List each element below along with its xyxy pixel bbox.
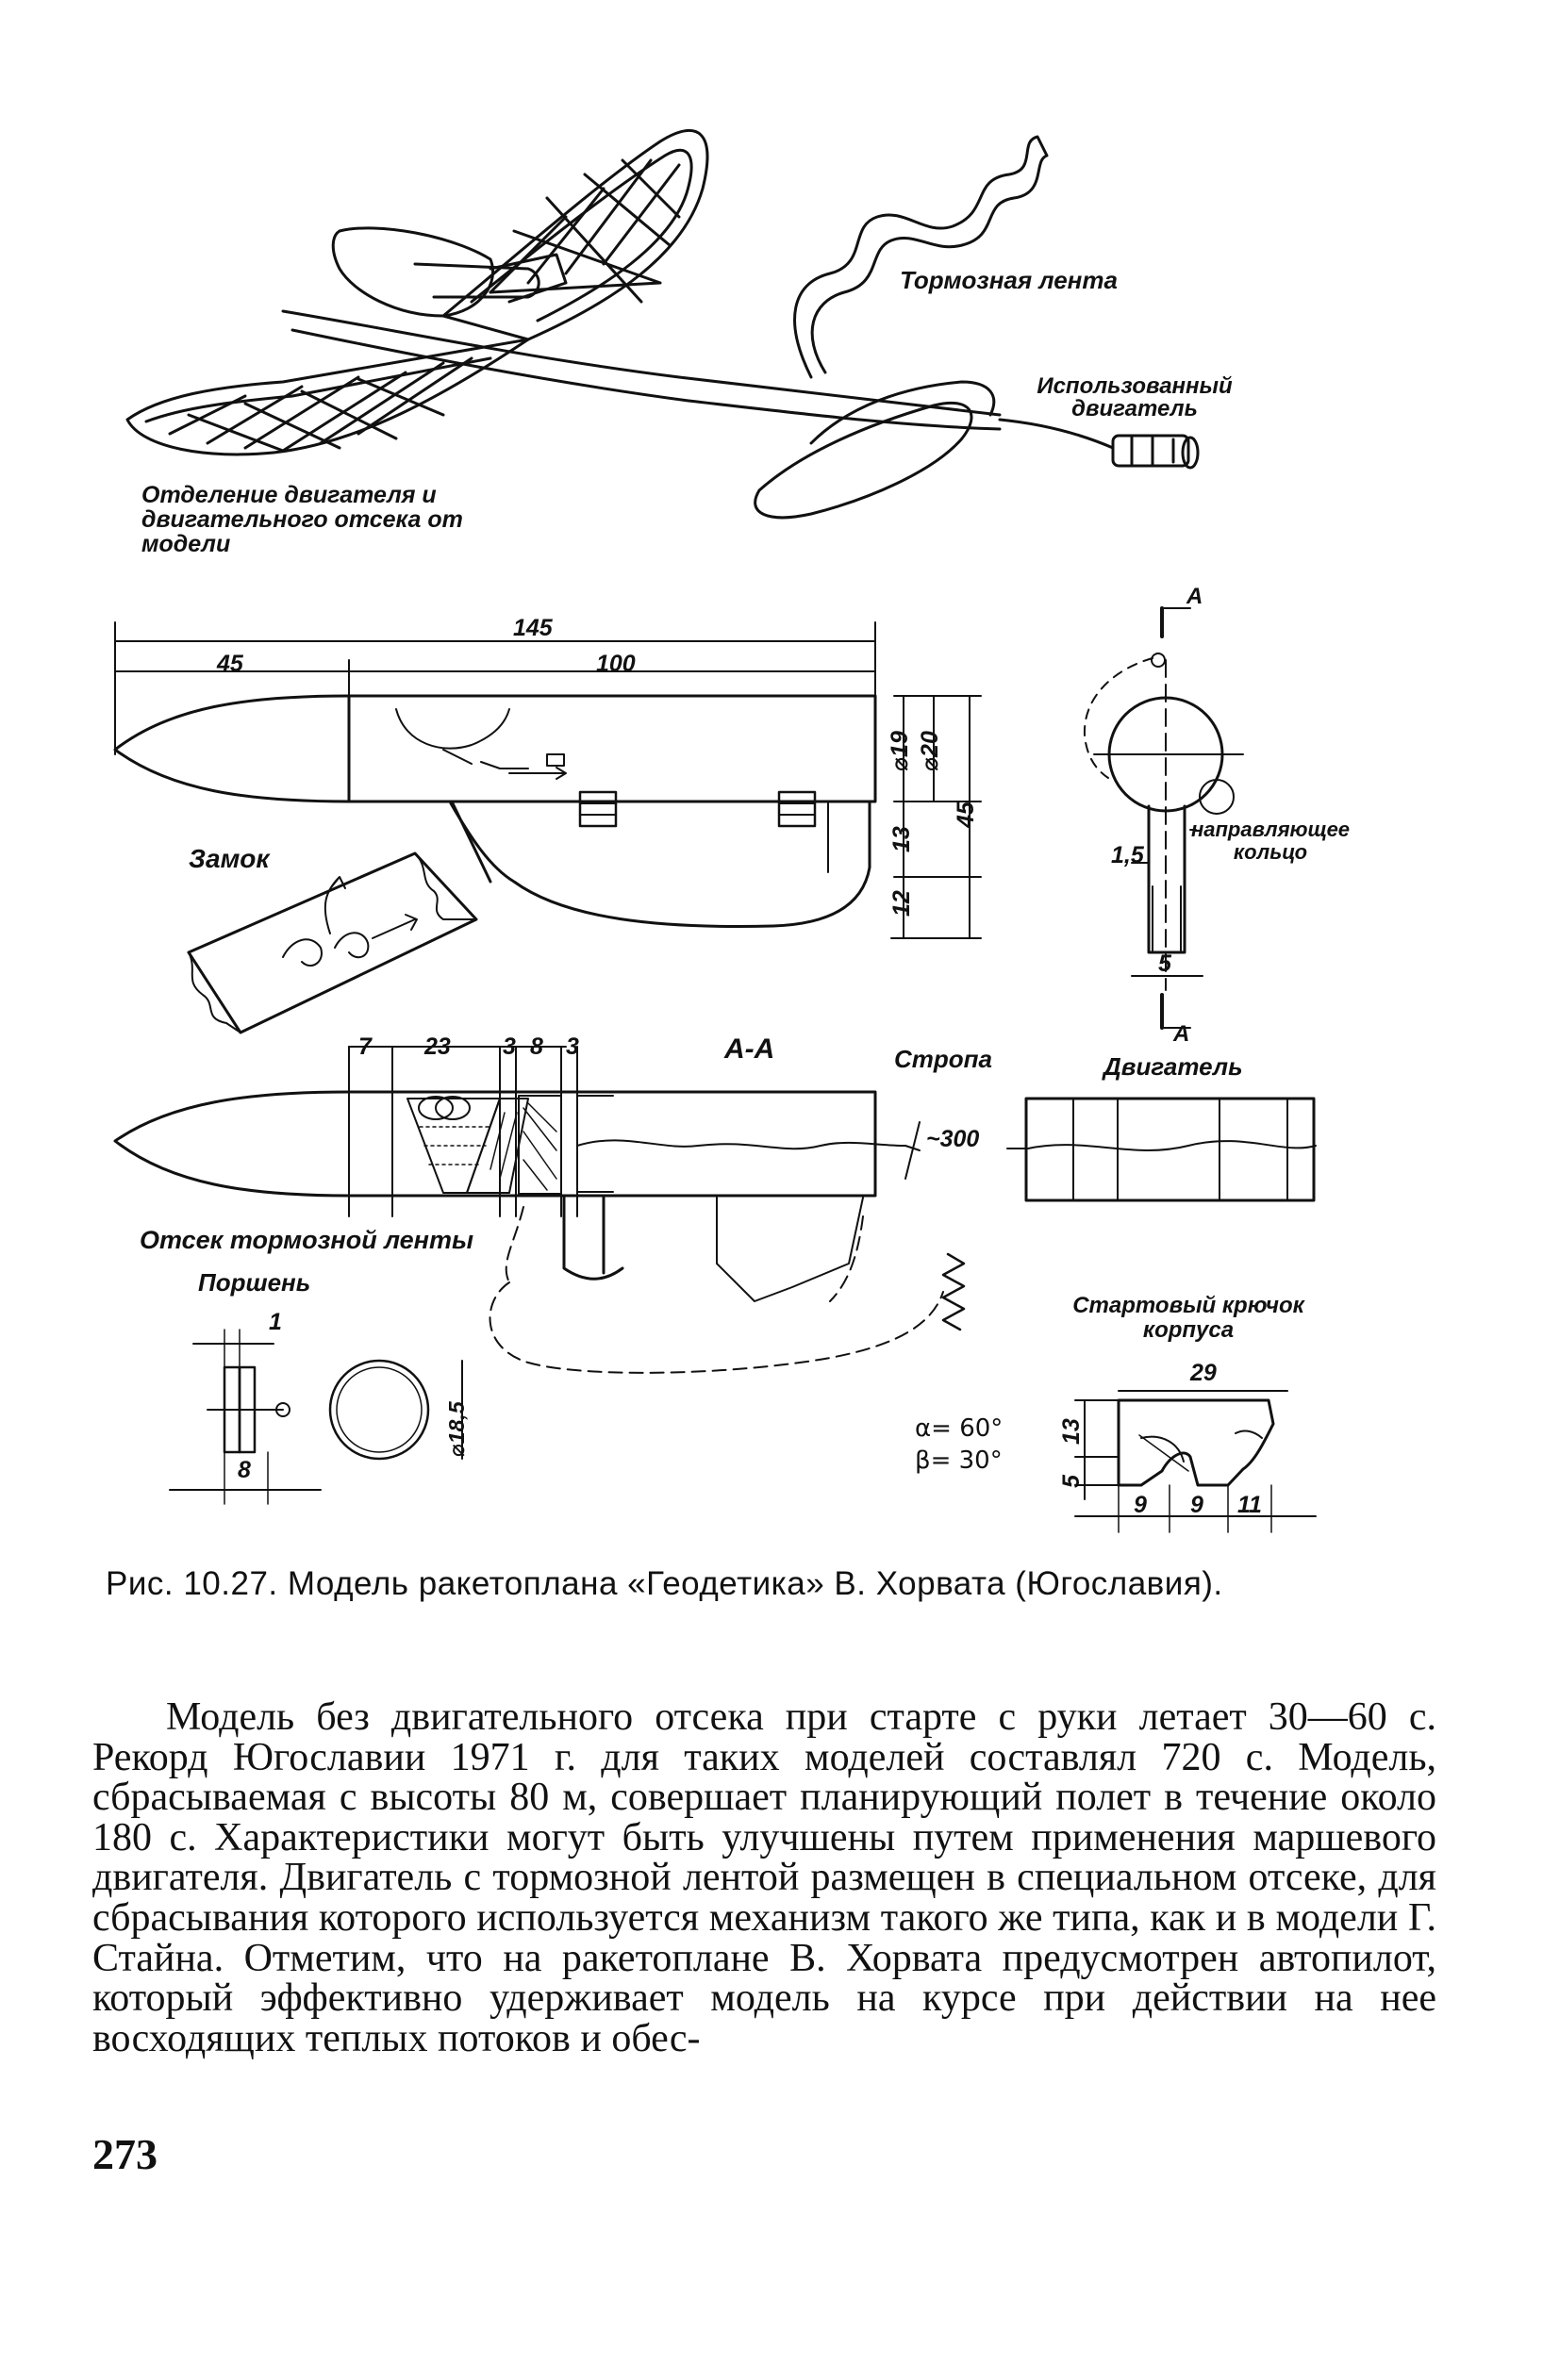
label-beta: β= 30°	[915, 1446, 1003, 1475]
section-drawing	[113, 1046, 966, 1374]
label-sling: Стропа	[894, 1045, 992, 1073]
label-separation: Отделение двигателя и двигательного отсе…	[141, 482, 463, 557]
dim-hook-9b: 9	[1190, 1492, 1203, 1518]
glider-perspective-drawing	[125, 129, 1200, 520]
start-hook-drawing	[1074, 1390, 1317, 1533]
technical-drawing	[113, 129, 1317, 1533]
dim-d20: ⌀20	[917, 731, 943, 771]
dim-s3b: 3	[566, 1033, 579, 1060]
label-lock: Замок	[189, 844, 270, 873]
dim-h13: 13	[888, 826, 915, 852]
label-piston: Поршень	[198, 1268, 311, 1297]
label-section-aa: А-А	[724, 1033, 775, 1065]
piston-drawing	[169, 1329, 463, 1505]
label-brake-compartment: Отсек тормозной ленты	[140, 1226, 474, 1254]
dim-d19: ⌀19	[887, 731, 913, 771]
dim-hook-29: 29	[1190, 1360, 1217, 1386]
dim-hook-5: 5	[1058, 1475, 1085, 1488]
figure-10-27: Тормозная лента Использованный двигатель…	[113, 129, 1351, 1533]
dim-hook-13: 13	[1058, 1418, 1085, 1445]
dim-piston-8: 8	[238, 1457, 251, 1483]
dim-hook-9a: 9	[1134, 1492, 1147, 1518]
label-brake-tape: Тормозная лента	[900, 266, 1118, 294]
label-used-engine: Использованный двигатель	[1037, 373, 1233, 421]
dim-total-length: 145	[513, 615, 553, 641]
dim-s7: 7	[358, 1033, 372, 1060]
label-alpha: α= 60°	[915, 1414, 1004, 1443]
body-paragraph: Модель без двигательного отсека при стар…	[92, 1695, 1436, 2060]
side-view-drawing	[113, 621, 982, 939]
page-number: 273	[92, 2130, 158, 2178]
dim-h45: 45	[953, 802, 979, 828]
dim-h12: 12	[888, 890, 915, 917]
dim-piston-1: 1	[269, 1309, 282, 1335]
dim-w15: 1,5	[1111, 842, 1144, 868]
dim-w5: 5	[1158, 950, 1171, 977]
dim-s3a: 3	[503, 1033, 516, 1060]
dim-sling-length: ~300	[926, 1126, 980, 1152]
dim-s8: 8	[530, 1033, 543, 1060]
label-start-hook: Стартовый крючок корпуса	[1072, 1293, 1304, 1343]
dim-body-length: 100	[596, 651, 636, 677]
label-guide-ring: направляющее кольцо	[1190, 818, 1351, 864]
front-view-ring-drawing	[1083, 606, 1244, 1030]
lock-detail-drawing	[187, 851, 478, 1034]
dim-hook-11: 11	[1237, 1492, 1262, 1518]
dim-piston-diameter: ⌀18,5	[444, 1401, 469, 1457]
body-text: Модель без двигательного отсека при стар…	[92, 1697, 1436, 2058]
engine-drawing	[1006, 1097, 1317, 1202]
label-engine: Двигатель	[1103, 1052, 1243, 1081]
dim-nose-length: 45	[217, 651, 243, 677]
label-section-mark-top: А	[1186, 584, 1203, 609]
figure-caption: Рис. 10.27. Модель ракетоплана «Геодетик…	[106, 1565, 1223, 1602]
label-section-mark-bottom: А	[1173, 1021, 1190, 1047]
dim-s23: 23	[424, 1033, 451, 1060]
